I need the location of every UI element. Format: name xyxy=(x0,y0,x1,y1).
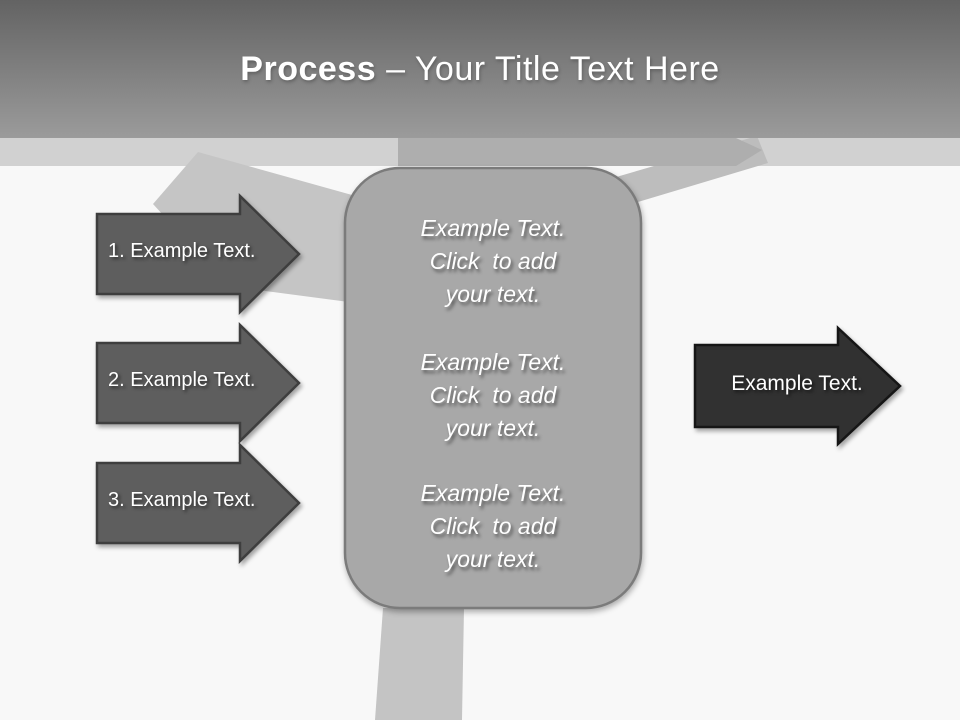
step-1-label[interactable]: 1. Example Text. xyxy=(108,240,256,262)
step-arrow-1-shape[interactable] xyxy=(95,193,301,315)
result-arrow-shape[interactable] xyxy=(693,325,902,447)
box-text-block-3[interactable]: Example Text. Click to add your text. xyxy=(345,477,641,576)
box-text-line: Example Text. xyxy=(420,480,566,506)
step-2-label[interactable]: 2. Example Text. xyxy=(108,369,256,391)
box-text-line: Example Text. xyxy=(420,215,566,241)
slide-title-text: – Your Title Text Here xyxy=(386,49,720,88)
step-3-label[interactable]: 3. Example Text. xyxy=(108,489,256,511)
box-text-line: your text. xyxy=(445,281,541,307)
box-text-line: your text. xyxy=(445,546,541,572)
step-arrow-2-shape[interactable] xyxy=(95,322,301,444)
process-box-shape[interactable] xyxy=(343,166,643,610)
box-text-line: Click to add xyxy=(429,248,557,274)
background-vertical-band xyxy=(375,608,464,720)
background-horizontal-arrow xyxy=(398,138,762,166)
header-banner xyxy=(0,0,960,138)
step-arrow-3-shape[interactable] xyxy=(95,442,301,564)
result-arrow-label[interactable]: Example Text. xyxy=(731,372,863,395)
slide-title[interactable]: Process – Your Title Text Here xyxy=(0,0,960,138)
box-text-block-1[interactable]: Example Text. Click to add your text. xyxy=(345,212,641,311)
box-text-line: Example Text. xyxy=(420,349,566,375)
box-text-line: Click to add xyxy=(429,382,557,408)
box-text-line: Click to add xyxy=(429,513,557,539)
box-text-line: your text. xyxy=(445,415,541,441)
slide-title-keyword: Process xyxy=(240,49,377,88)
box-text-block-2[interactable]: Example Text. Click to add your text. xyxy=(345,346,641,445)
